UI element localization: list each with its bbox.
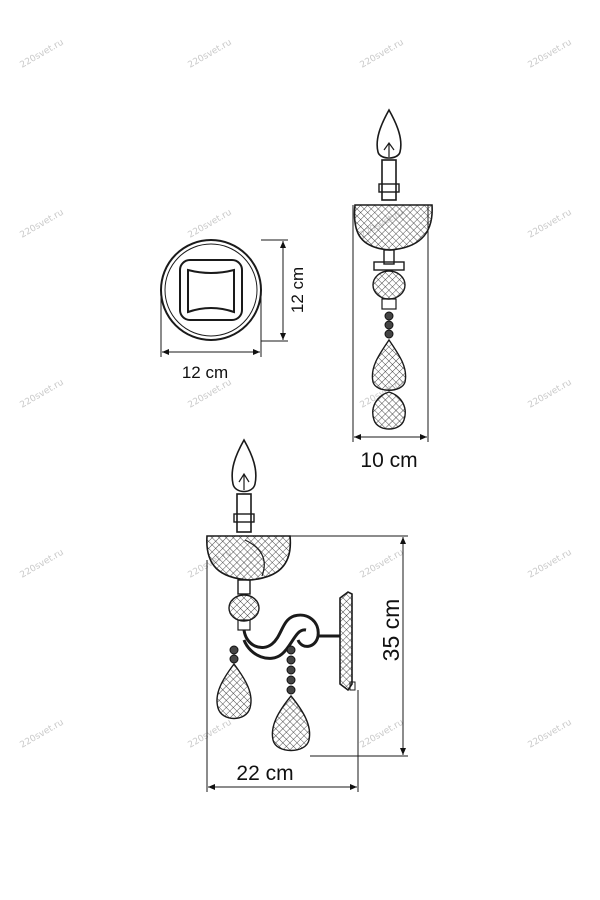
watermark-text: 220svet.ru [19,718,66,751]
wall-mount-plate [339,591,353,692]
watermark-text: 220svet.ru [19,208,66,241]
watermark-text: 220svet.ru [359,718,406,751]
watermark-text: 220svet.ru [187,378,234,411]
watermark-text: 220svet.ru [19,548,66,581]
watermark-text: 220svet.ru [187,38,234,71]
front-width-label: 10 cm [360,449,417,472]
crystal-cup [353,204,433,251]
side-view: 22 cm 35 cm [206,438,408,792]
watermark-text: 220svet.ru [19,378,66,411]
watermark-text: 220svet.ru [359,38,406,71]
watermark-text: 220svet.ru [187,208,234,241]
watermark-text: 220svet.ru [187,718,234,751]
side-candle-bulb [231,438,257,493]
scroll-arm [242,613,320,660]
side-height-label: 35 cm [378,599,404,662]
wall-plate-circle [160,239,262,341]
top-view: 12 cm 12 cm [160,239,307,382]
side-crystal-bead-ball [228,594,260,622]
crystal-drop-upper [371,338,407,391]
side-candle-socket [236,493,252,533]
watermark-text: 220svet.ru [527,718,574,751]
mount-bracket [179,259,243,321]
side-crystal-drop-right [271,694,311,752]
top-width-label: 12 cm [182,363,228,382]
watermark-text: 220svet.ru [527,548,574,581]
candle-socket [381,159,397,201]
side-crystal-drop-left [216,662,252,720]
watermark-text: 220svet.ru [19,38,66,71]
watermark-text: 220svet.ru [527,38,574,71]
watermark-text: 220svet.ru [527,378,574,411]
mount-bracket-inner [187,268,235,314]
side-depth-label: 22 cm [236,762,293,785]
crystal-drop-lower [372,391,406,430]
watermark-text: 220svet.ru [527,208,574,241]
watermark-text: 220svet.ru [359,548,406,581]
candle-bulb [376,108,402,159]
watermark-layer: 220svet.ru 220svet.ru 220svet.ru 220svet.ru… [19,38,574,751]
crystal-bead-ball [372,270,406,300]
top-height-label: 12 cm [288,267,307,313]
front-view: 10 cm [352,108,433,472]
wall-plate-inner-circle [164,243,258,337]
side-crystal-cup [206,535,292,581]
